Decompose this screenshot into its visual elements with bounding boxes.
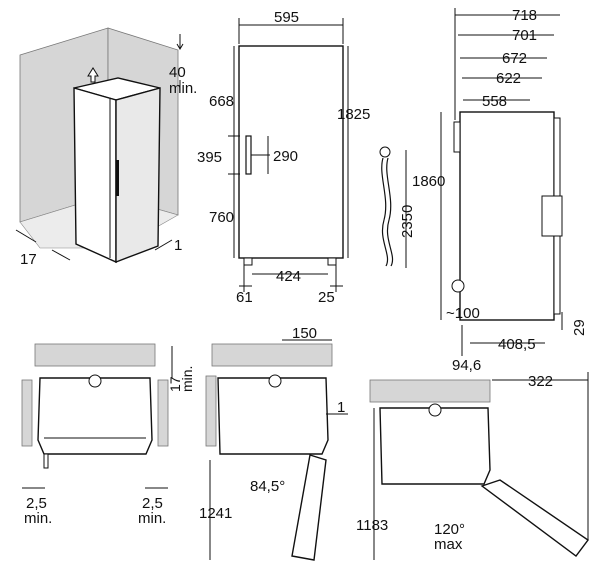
- plan3-depth: 322: [528, 373, 553, 390]
- plan1-right-gap-min: min.: [138, 510, 166, 527]
- plan2-angle: 84,5°: [250, 478, 285, 495]
- top-to-handle: 668: [209, 93, 234, 110]
- plan3-wall: [369, 379, 491, 403]
- arrow-icon: [176, 43, 184, 50]
- side-back-part: [453, 121, 461, 153]
- ventilation-arrow-icon: [87, 67, 99, 83]
- plan1-right-gap: 2,5: [142, 495, 163, 512]
- plan2-side-wall: [205, 375, 217, 447]
- d718: 718: [512, 7, 537, 24]
- plan2-swing: 1241: [199, 505, 232, 522]
- handle-length: 395: [197, 149, 222, 166]
- side-height: 1860: [412, 173, 445, 190]
- plan2-plug-icon: [268, 374, 282, 388]
- d701: 701: [512, 27, 537, 44]
- right-side-value: 1: [174, 237, 182, 254]
- bottom-gap: ~100: [446, 305, 480, 322]
- front-width: 595: [274, 9, 299, 26]
- front-foot-left: [243, 257, 253, 266]
- power-cable: 2350: [379, 146, 416, 268]
- base-depth: 408,5: [498, 336, 536, 353]
- plan3-open-door: [480, 479, 589, 557]
- handle-offset: 290: [273, 148, 298, 165]
- plan-view-1: 17 min. 2,5 min. 2,5 min.: [21, 343, 195, 527]
- handle-to-bottom: 760: [209, 209, 234, 226]
- foot-right: 25: [318, 289, 335, 306]
- side-body: [459, 111, 555, 321]
- plan3-angle: 120°: [434, 521, 465, 538]
- plan1-left-wall: [21, 379, 33, 447]
- front-view: 595 668 395 760 290 1825 424 61 25: [197, 9, 370, 306]
- side-view: 718 701 672 622 558 1860 ~100 29 408,5 9…: [412, 7, 588, 374]
- plan2-gap: 1: [337, 399, 345, 416]
- plan3-swing: 1183: [356, 517, 388, 534]
- plan1-clearance-min: min.: [179, 366, 195, 392]
- cable-line: [381, 157, 388, 267]
- fridge-side: [115, 87, 161, 264]
- plan-view-2: 150 1 84,5° 1241: [199, 325, 348, 561]
- perspective-view: 40 min. 17 1: [15, 27, 197, 268]
- d672: 672: [502, 50, 527, 67]
- d622: 622: [496, 70, 521, 87]
- plan1-foot-left: [43, 453, 49, 469]
- left-side-line-2: [51, 249, 71, 261]
- plan1-right-wall: [157, 379, 169, 447]
- top-clearance-min: min.: [169, 80, 197, 97]
- front-foot-right: [327, 257, 337, 266]
- plan1-fridge: [37, 377, 153, 455]
- plan2-wall: [211, 343, 333, 367]
- fridge-handle: [116, 160, 119, 196]
- left-side-value: 17: [20, 251, 37, 268]
- plan3-fridge: [379, 407, 491, 485]
- plan2-open-door: [291, 454, 327, 561]
- plan1-left-gap: 2,5: [26, 495, 47, 512]
- foot-left: 61: [236, 289, 253, 306]
- plan2-fridge: [217, 377, 329, 455]
- plan-view-3: 322 120° max 1183: [356, 372, 589, 560]
- d558: 558: [482, 93, 507, 110]
- plan1-clearance: 17: [167, 376, 183, 392]
- cable-length: 2350: [399, 205, 416, 238]
- side-handle: [541, 195, 563, 237]
- foot-span: 424: [276, 268, 301, 285]
- left-side-line: [15, 229, 37, 243]
- cable-line-2: [386, 157, 393, 267]
- plug-socket-icon: [451, 279, 465, 293]
- plan3-angle-max: max: [434, 536, 463, 553]
- plan1-wall: [34, 343, 156, 367]
- plan1-left-gap-min: min.: [24, 510, 52, 527]
- plan3-plug-icon: [428, 403, 442, 417]
- front-handle: [245, 135, 252, 175]
- bottom-right: 29: [571, 319, 588, 336]
- plan2-offset: 150: [292, 325, 317, 342]
- base-offset: 94,6: [452, 357, 481, 374]
- right-side-line: [154, 239, 173, 251]
- plug-icon: [379, 146, 391, 158]
- plan1-plug-icon: [88, 374, 102, 388]
- front-body: [238, 45, 344, 259]
- top-clearance-value: 40: [169, 64, 186, 81]
- total-height: 1825: [337, 106, 370, 123]
